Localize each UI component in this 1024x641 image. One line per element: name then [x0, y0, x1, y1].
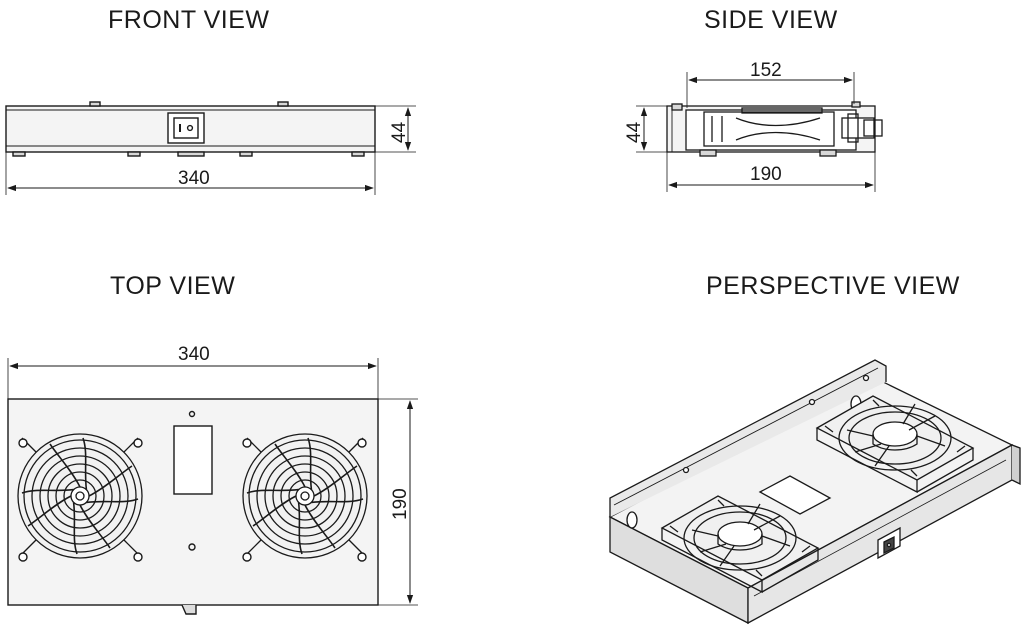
side-height-label: 44: [624, 121, 645, 143]
front-view-drawing: [5, 101, 416, 195]
side-view-drawing: [636, 72, 883, 192]
top-view-title: TOP VIEW: [110, 272, 236, 300]
perspective-view-drawing: [608, 359, 1021, 625]
top-width-label: 340: [178, 344, 210, 365]
fan-right-icon: [242, 433, 368, 559]
side-inner-label: 152: [750, 60, 782, 81]
front-view-title: FRONT VIEW: [108, 6, 270, 34]
top-view-drawing: [7, 358, 418, 615]
front-height-label: 44: [389, 121, 410, 143]
side-depth-label: 190: [750, 164, 782, 185]
side-view-title: SIDE VIEW: [704, 6, 838, 34]
fan-left-icon: [17, 433, 143, 559]
top-depth-label: 190: [390, 488, 411, 520]
perspective-view-title: PERSPECTIVE VIEW: [706, 272, 960, 300]
front-width-label: 340: [178, 168, 210, 189]
